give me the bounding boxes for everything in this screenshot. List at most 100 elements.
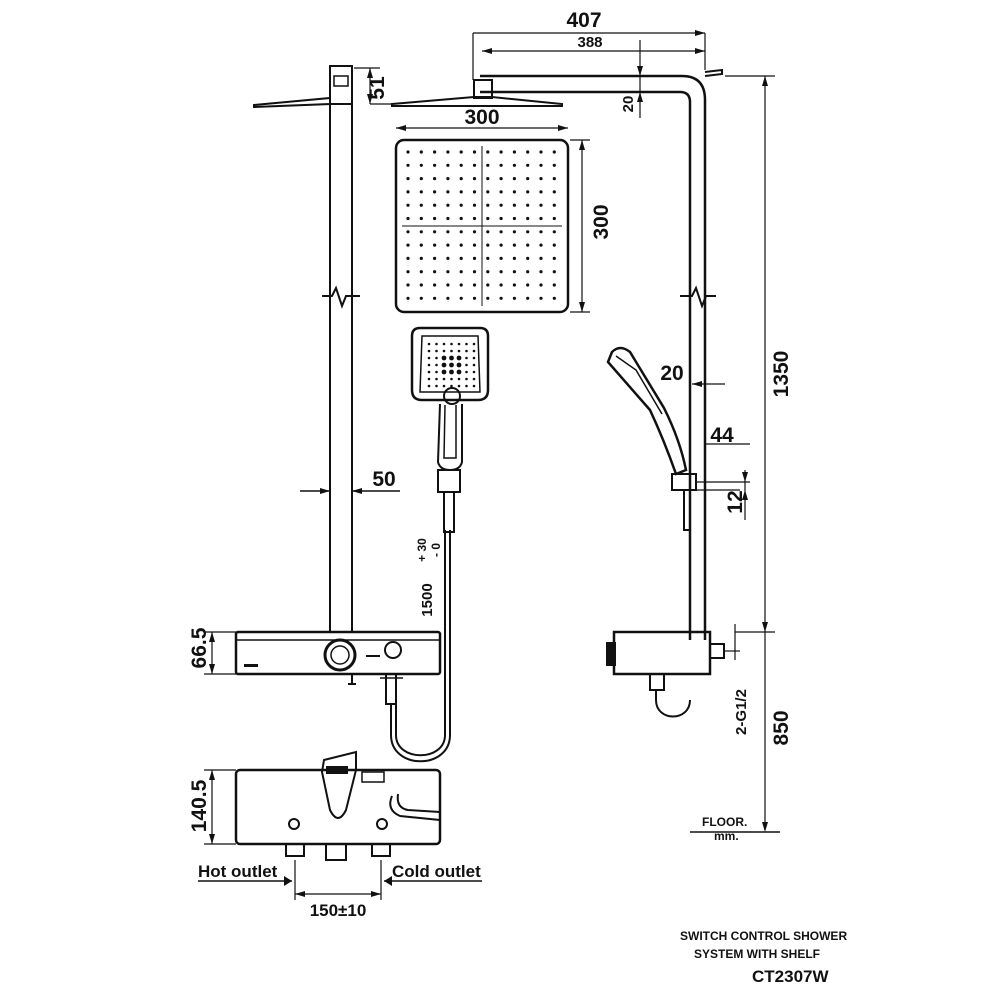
hand-nozzle-dot (472, 377, 476, 381)
slide-holder (671, 473, 697, 491)
dim-head-depth: 300 (590, 204, 613, 239)
nozzle-dot (472, 163, 477, 167)
nozzle-dot (459, 216, 463, 221)
thermostat-knob (323, 638, 357, 672)
nozzle-dot (512, 163, 517, 167)
dim-holder-thickness: 12 (724, 490, 747, 513)
hand-shower-side (606, 346, 688, 476)
right-side-view (480, 68, 750, 718)
hand-nozzle-dot (450, 384, 453, 388)
nozzle-dot (433, 203, 437, 207)
floor-label: FLOOR. (702, 815, 747, 829)
nozzle-dot (552, 283, 556, 287)
nozzle-dot (512, 296, 517, 300)
nozzle-dot (499, 296, 503, 300)
nozzle-dot (552, 163, 556, 167)
nozzle-dot (459, 177, 463, 181)
nozzle-dot (419, 216, 423, 221)
nozzle-dot (419, 296, 423, 300)
nozzle-dot (406, 190, 410, 194)
hand-nozzle-dot (441, 355, 447, 361)
hand-shower-nozzles (427, 342, 476, 388)
rail-break-symbol (322, 285, 360, 309)
head-connector (329, 65, 353, 105)
nozzle-dot (406, 150, 410, 154)
shelf-body (234, 630, 442, 676)
valve-body (234, 768, 442, 846)
hand-nozzle-dot (427, 363, 431, 367)
nozzle-dot (526, 270, 530, 274)
valve-handle (320, 750, 357, 819)
nozzle-dot (499, 150, 503, 154)
hand-nozzle-dot (427, 370, 431, 374)
hand-nozzle-dot (457, 342, 461, 346)
nozzle-dot (539, 283, 543, 287)
nozzle-dot (433, 270, 437, 274)
dim-arm-height: 20 (620, 96, 637, 113)
nozzle-dot (419, 203, 423, 207)
nozzle-dot (512, 177, 517, 181)
nozzle-dot (486, 216, 490, 221)
nozzle-dot (446, 283, 450, 287)
dim-holder-offset: 20 (660, 362, 683, 385)
nozzle-dot (526, 230, 530, 234)
hand-nozzle-dot (449, 369, 454, 375)
hand-nozzle-dot (472, 370, 476, 374)
nozzle-dot (406, 230, 410, 234)
nozzle-dot (433, 243, 437, 247)
switch-button (384, 641, 402, 659)
nozzle-dot (406, 177, 410, 181)
hand-nozzle-dot (442, 377, 446, 381)
hand-nozzle-dot (457, 349, 461, 353)
hand-nozzle-dot (435, 384, 438, 388)
hand-nozzle-dot (456, 362, 462, 368)
nozzle-dot (499, 163, 503, 167)
nozzle-dot (526, 203, 530, 207)
nozzle-dot (512, 203, 517, 207)
rain-head-plan-view (391, 79, 570, 314)
nozzle-dot (472, 177, 477, 181)
nozzle-dot (472, 296, 477, 300)
hand-nozzle-dot (472, 349, 476, 353)
hand-nozzle-dot (456, 369, 462, 375)
nozzle-dot (433, 256, 437, 260)
nozzle-dot (499, 216, 503, 221)
hand-nozzle-dot (435, 370, 438, 374)
nozzle-dot (486, 230, 490, 234)
hand-nozzle-dot (442, 384, 446, 388)
nozzle-dot (539, 296, 543, 300)
title-line-2: SYSTEM WITH SHELF (694, 947, 820, 961)
nozzle-dot (459, 283, 463, 287)
nozzle-dot (446, 243, 450, 247)
model-number: CT2307W (752, 967, 829, 986)
nozzle-dot (539, 243, 543, 247)
nozzle-dot (419, 270, 423, 274)
nozzle-dot (459, 270, 463, 274)
nozzle-dot (539, 150, 543, 154)
hand-nozzle-dot (465, 377, 468, 381)
nozzle-dot (433, 216, 437, 221)
nozzle-dot (472, 256, 477, 260)
hand-nozzle-dot (449, 355, 454, 361)
nozzle-dot (539, 216, 543, 221)
nozzle-dot (486, 270, 490, 274)
hand-nozzle-dot (427, 342, 431, 346)
nozzle-dot (459, 230, 463, 234)
nozzle-dot (419, 283, 423, 287)
hand-nozzle-dot (465, 356, 468, 360)
hand-nozzle-dot (450, 349, 453, 353)
nozzle-dot (526, 177, 530, 181)
hand-nozzle-dot (427, 384, 431, 388)
nozzle-dot (499, 256, 503, 260)
nozzle-dot (526, 150, 530, 154)
nozzle-dot (459, 163, 463, 167)
nozzle-dot (472, 203, 477, 207)
hand-nozzle-dot (465, 370, 468, 374)
hand-nozzle-dot (427, 377, 431, 381)
nozzle-dot (472, 230, 477, 234)
hand-nozzle-dot (435, 377, 438, 381)
shower-hose (390, 530, 451, 763)
cold-outlet-label: Cold outlet (392, 862, 481, 881)
hand-nozzle-dot (441, 369, 447, 375)
